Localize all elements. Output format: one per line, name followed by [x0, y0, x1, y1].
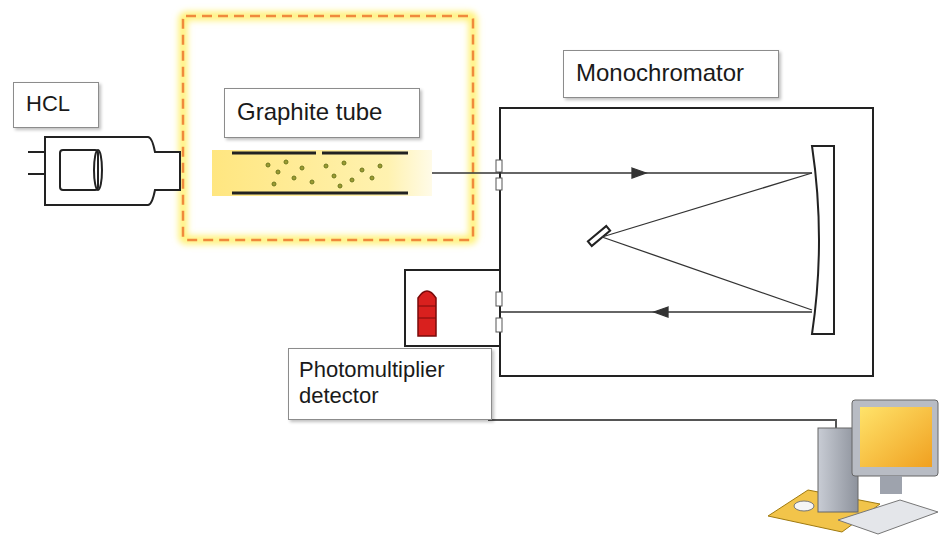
detector-housing [405, 270, 502, 346]
highlight-glow [183, 16, 473, 240]
label-box: HCL [13, 82, 99, 128]
signal-wire [488, 420, 836, 428]
computer-icon [768, 400, 938, 534]
label-box: Monochromator [563, 50, 779, 98]
box-label: Graphite tube [237, 98, 407, 127]
graphite-tube [212, 150, 432, 196]
lamp-symbol [28, 137, 180, 205]
label-box: Photomultiplier detector [288, 348, 492, 420]
box-label: HCL [26, 91, 86, 117]
box-label: Monochromator [576, 59, 766, 88]
highlight-frame [183, 16, 473, 240]
box-label: Photomultiplier detector [299, 357, 479, 410]
label-box: Graphite tube [224, 88, 420, 138]
monochromator-housing [496, 108, 873, 376]
